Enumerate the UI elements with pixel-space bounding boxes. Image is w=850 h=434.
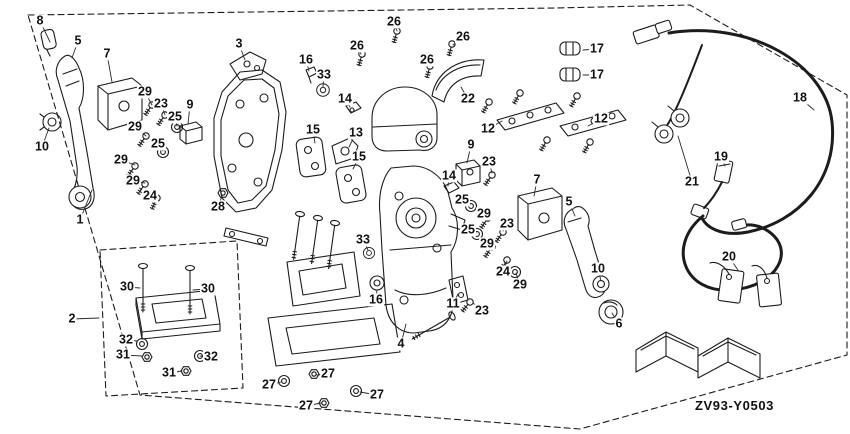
drawing-gasket-plates <box>267 251 401 367</box>
callout-26: 26 <box>349 38 365 53</box>
callout-14: 14 <box>337 91 353 106</box>
callout-12: 12 <box>480 121 496 136</box>
callout-25: 25 <box>150 136 166 151</box>
callout-33: 33 <box>355 232 371 247</box>
callout-10: 10 <box>590 261 606 276</box>
callout-29: 29 <box>512 277 528 292</box>
drawing-caps-17 <box>559 41 581 82</box>
callout-30: 30 <box>119 279 135 294</box>
callout-22: 22 <box>460 91 476 106</box>
callout-26: 26 <box>419 52 435 67</box>
callout-9: 9 <box>185 97 195 112</box>
callout-29: 29 <box>113 152 129 167</box>
drawing-bracket-3 <box>213 51 287 247</box>
callout-23: 23 <box>474 303 490 318</box>
callout-7: 7 <box>532 172 542 187</box>
drawing-cable-18 <box>632 19 835 235</box>
callout-15: 15 <box>351 149 367 164</box>
callout-12: 12 <box>593 111 609 126</box>
callout-23: 23 <box>499 216 515 231</box>
drawing-control-box-4 <box>362 86 466 334</box>
drawing-lever-assembly-left <box>39 28 143 210</box>
callout-14: 14 <box>441 168 457 183</box>
callout-28: 28 <box>210 199 226 214</box>
callout-30: 30 <box>200 281 216 296</box>
callout-17: 17 <box>589 67 605 82</box>
callout-29: 29 <box>476 206 492 221</box>
callout-29: 29 <box>137 84 153 99</box>
callout-25: 25 <box>454 192 470 207</box>
callout-27: 27 <box>369 387 385 402</box>
callout-2: 2 <box>67 311 77 326</box>
callout-20: 20 <box>721 249 737 264</box>
callout-16: 16 <box>298 52 314 67</box>
callout-15: 15 <box>305 122 321 137</box>
callout-21: 21 <box>684 174 700 189</box>
callout-25: 25 <box>167 109 183 124</box>
callout-29: 29 <box>479 236 495 251</box>
callout-7: 7 <box>102 46 112 61</box>
callout-4: 4 <box>396 336 406 351</box>
callout-31: 31 <box>161 365 177 380</box>
callout-8: 8 <box>35 13 45 28</box>
callout-31: 31 <box>115 347 131 362</box>
callout-33: 33 <box>316 67 332 82</box>
drawing-plates-13-15 <box>295 136 367 204</box>
drawing-fastener-cluster-left <box>124 99 229 211</box>
drawing-manuals <box>635 331 761 379</box>
callout-3: 3 <box>234 36 244 51</box>
callout-17: 17 <box>589 41 605 56</box>
drawing-lever-assembly-right <box>517 187 624 325</box>
callout-6: 6 <box>614 316 624 331</box>
callout-11: 11 <box>445 296 461 311</box>
drawing-connector-19 <box>703 158 734 209</box>
callout-10: 10 <box>34 139 50 154</box>
callout-27: 27 <box>261 377 277 392</box>
callout-1: 1 <box>75 212 85 227</box>
callout-26: 26 <box>455 29 471 44</box>
drawing-cover-22 <box>431 59 485 103</box>
callout-25: 25 <box>460 222 476 237</box>
callout-23: 23 <box>481 154 497 169</box>
drawing-subassembly-2 <box>135 262 221 376</box>
callout-5: 5 <box>564 194 574 209</box>
drawing-harness-12 <box>479 88 627 155</box>
callout-32: 32 <box>203 349 219 364</box>
subassembly-2-dashed-border <box>99 240 244 397</box>
callout-19: 19 <box>713 149 729 164</box>
callout-29: 29 <box>125 173 141 188</box>
callout-5: 5 <box>73 33 83 48</box>
callout-24: 24 <box>142 188 158 203</box>
drawing-bar-11 <box>409 275 476 344</box>
diagram-code: ZV93-Y0503 <box>695 398 774 413</box>
callout-13: 13 <box>348 125 364 140</box>
callout-23: 23 <box>153 96 169 111</box>
callout-18: 18 <box>792 90 808 105</box>
main-dashed-border <box>27 4 848 430</box>
callout-29: 29 <box>127 119 143 134</box>
callout-32: 32 <box>118 332 134 347</box>
callout-24: 24 <box>495 264 511 279</box>
callout-16: 16 <box>368 292 384 307</box>
callout-9: 9 <box>466 137 476 152</box>
drawing-tags <box>709 261 782 308</box>
callout-27: 27 <box>320 366 336 381</box>
callout-26: 26 <box>386 14 402 29</box>
callout-27: 27 <box>298 398 314 413</box>
